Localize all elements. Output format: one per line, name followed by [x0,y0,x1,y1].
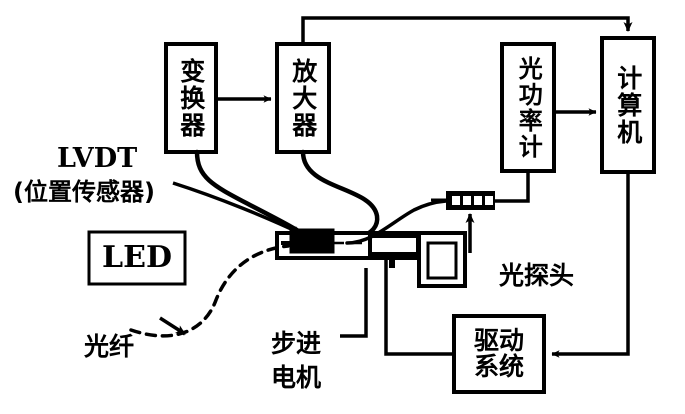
wire-probe-to-power-meter [494,171,530,203]
sample-holder-frame-inner [426,241,458,280]
drive-system-label: 驱动 系统 [454,316,544,392]
optical-fiber-dashed [129,244,290,338]
optical-fiber-leader [159,316,186,336]
probe-cell-2 [463,196,471,205]
probe-cell-1 [452,196,460,205]
drive-system-box [452,314,546,394]
lvdt-cn-label: (位置传感器) [13,178,155,206]
lvdt-sensor-block [289,228,335,254]
probe-cell-3 [474,196,482,205]
led-label: LED [102,239,172,275]
stepper-motor-label-line1: 步进 [271,329,322,358]
converter-label: 变换器 [176,57,206,139]
amplifier-label: 放大器 [288,57,318,139]
led-box [87,230,187,286]
optical-probe-label: 光探头 [499,261,575,290]
optical-power-meter-label: 光功率计 [514,55,543,160]
drive-system-label-line2: 系统 [473,352,524,381]
drive-system-label-line1: 驱动 [473,325,524,355]
wire-computer-to-drive-system [551,172,630,358]
lvdt-name-label: LVDT [57,143,138,174]
wire-drive-system-to-stepper-motor [384,256,454,356]
stepper-motor-leader [340,268,368,338]
wire-amplifier-to-computer [301,16,633,44]
fiber-bench-to-probe [345,199,448,245]
motor-carriage [368,234,420,256]
converter-box [164,42,218,154]
optical-fiber-label: 光纤 [84,332,135,361]
computer-label: 计算机 [613,64,643,146]
lvdt-leader-arrow [172,181,303,236]
computer-box [600,36,656,174]
stepper-motor-label-line2: 电机 [271,363,322,392]
probe-cell-4 [485,196,493,205]
